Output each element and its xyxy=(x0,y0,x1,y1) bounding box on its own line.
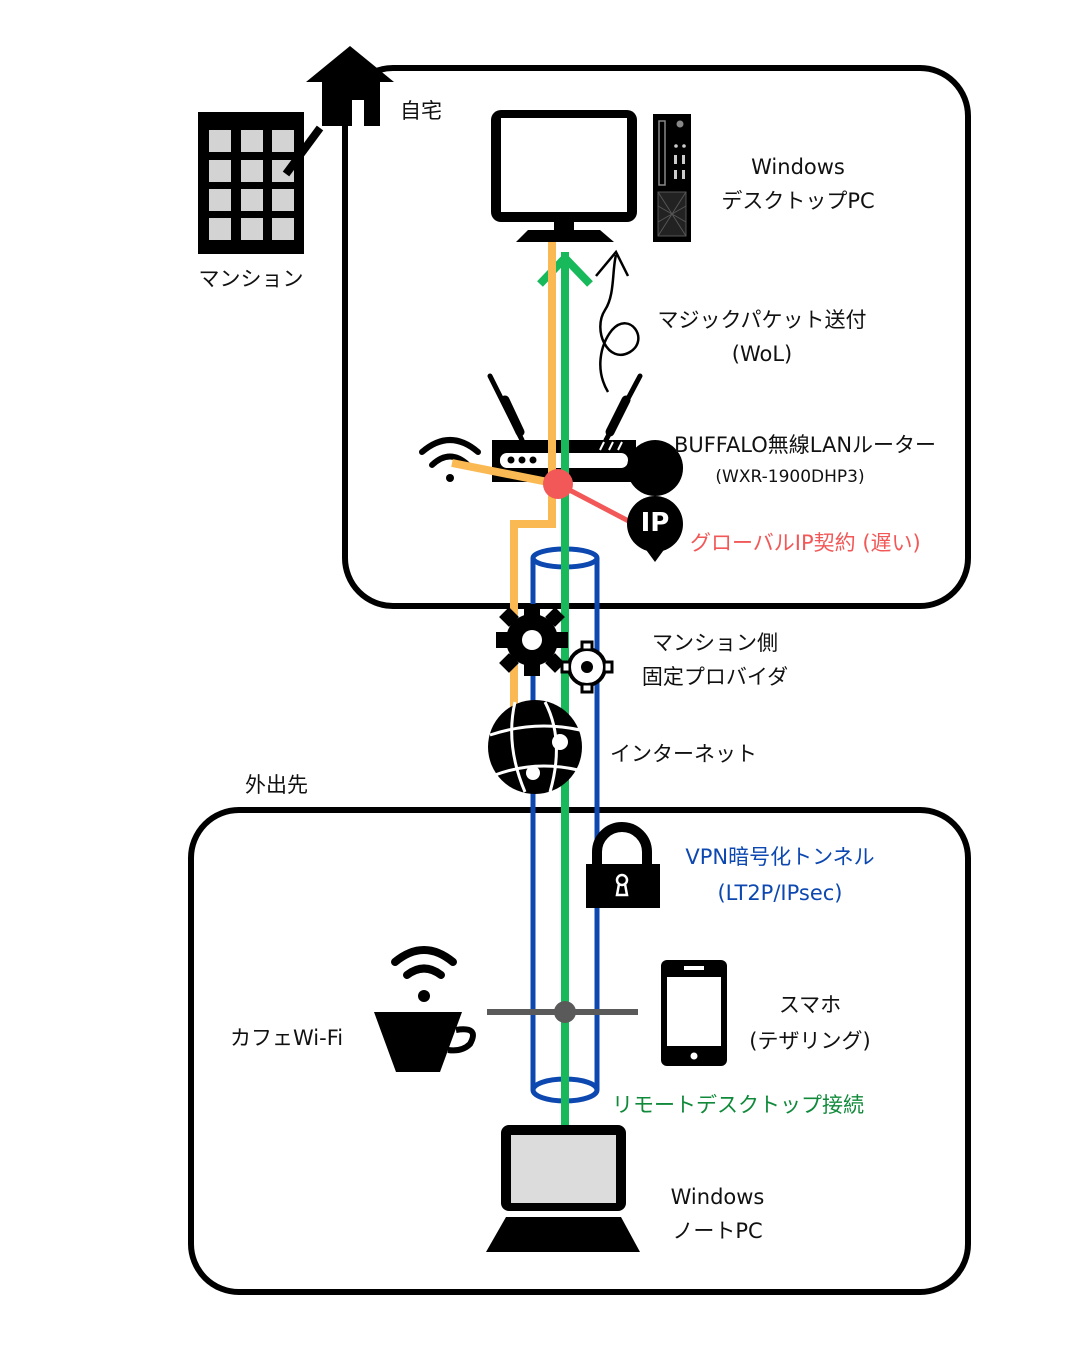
remote-desktop-label: リモートデスクトップ接続 xyxy=(612,1093,864,1117)
provider-gear-large-icon xyxy=(496,604,568,676)
cafe-wifi-icon xyxy=(391,946,457,1002)
laptop-icon xyxy=(486,1125,640,1252)
padlock-icon xyxy=(586,822,660,908)
desktop-monitor-icon xyxy=(491,110,637,242)
router-label-line2: (WXR-1900DHP3) xyxy=(715,467,865,487)
desktop-label-line1: Windows xyxy=(751,155,845,179)
wifi-icon xyxy=(419,437,481,482)
outside-area-label: 外出先 xyxy=(245,773,308,797)
router-label-line1: BUFFALO無線LANルーター xyxy=(673,433,937,457)
laptop-label-line2: ノートPC xyxy=(672,1219,763,1243)
coffee-cup-icon xyxy=(374,1012,476,1072)
ip-badge: IP xyxy=(640,508,670,538)
provider-label-line1: マンション側 xyxy=(652,631,778,655)
wol-arrow xyxy=(599,254,640,393)
smartphone-label-line2: (テザリング) xyxy=(749,1029,871,1053)
vpn-label-line2: (LT2P/IPsec) xyxy=(717,881,843,905)
internet-label: インターネット xyxy=(610,742,757,766)
cafe-wifi-label: カフェWi-Fi xyxy=(230,1026,344,1050)
wol-label-line2: (WoL) xyxy=(731,342,793,366)
house-icon xyxy=(306,46,394,128)
smartphone-label-line1: スマホ xyxy=(778,993,842,1017)
internet-globe-icon xyxy=(488,700,582,794)
smartphone-icon xyxy=(661,960,727,1066)
outside-area-box xyxy=(188,807,971,1295)
provider-gear-small-icon xyxy=(560,640,614,694)
global-ip-connector xyxy=(556,481,642,530)
ip-pin-icon xyxy=(627,440,684,562)
home-area-box xyxy=(342,65,971,609)
desktop-tower-icon xyxy=(653,114,691,242)
apartment-building-icon xyxy=(198,112,324,254)
tether-node xyxy=(554,1001,576,1023)
wol-label-line1: マジックパケット送付 xyxy=(657,308,867,332)
apartment-label: マンション xyxy=(198,267,304,291)
router-node xyxy=(543,469,573,499)
wol-path xyxy=(451,242,559,767)
desktop-label-line2: デスクトップPC xyxy=(721,189,875,213)
vpn-label-line1: VPN暗号化トンネル xyxy=(685,845,875,869)
home-area-label: 自宅 xyxy=(400,99,442,123)
laptop-label-line1: Windows xyxy=(670,1185,765,1209)
global-ip-label: グローバルIP契約 (遅い) xyxy=(690,531,921,555)
router-antennas xyxy=(487,373,643,443)
provider-label-line2: 固定プロバイダ xyxy=(641,665,789,689)
